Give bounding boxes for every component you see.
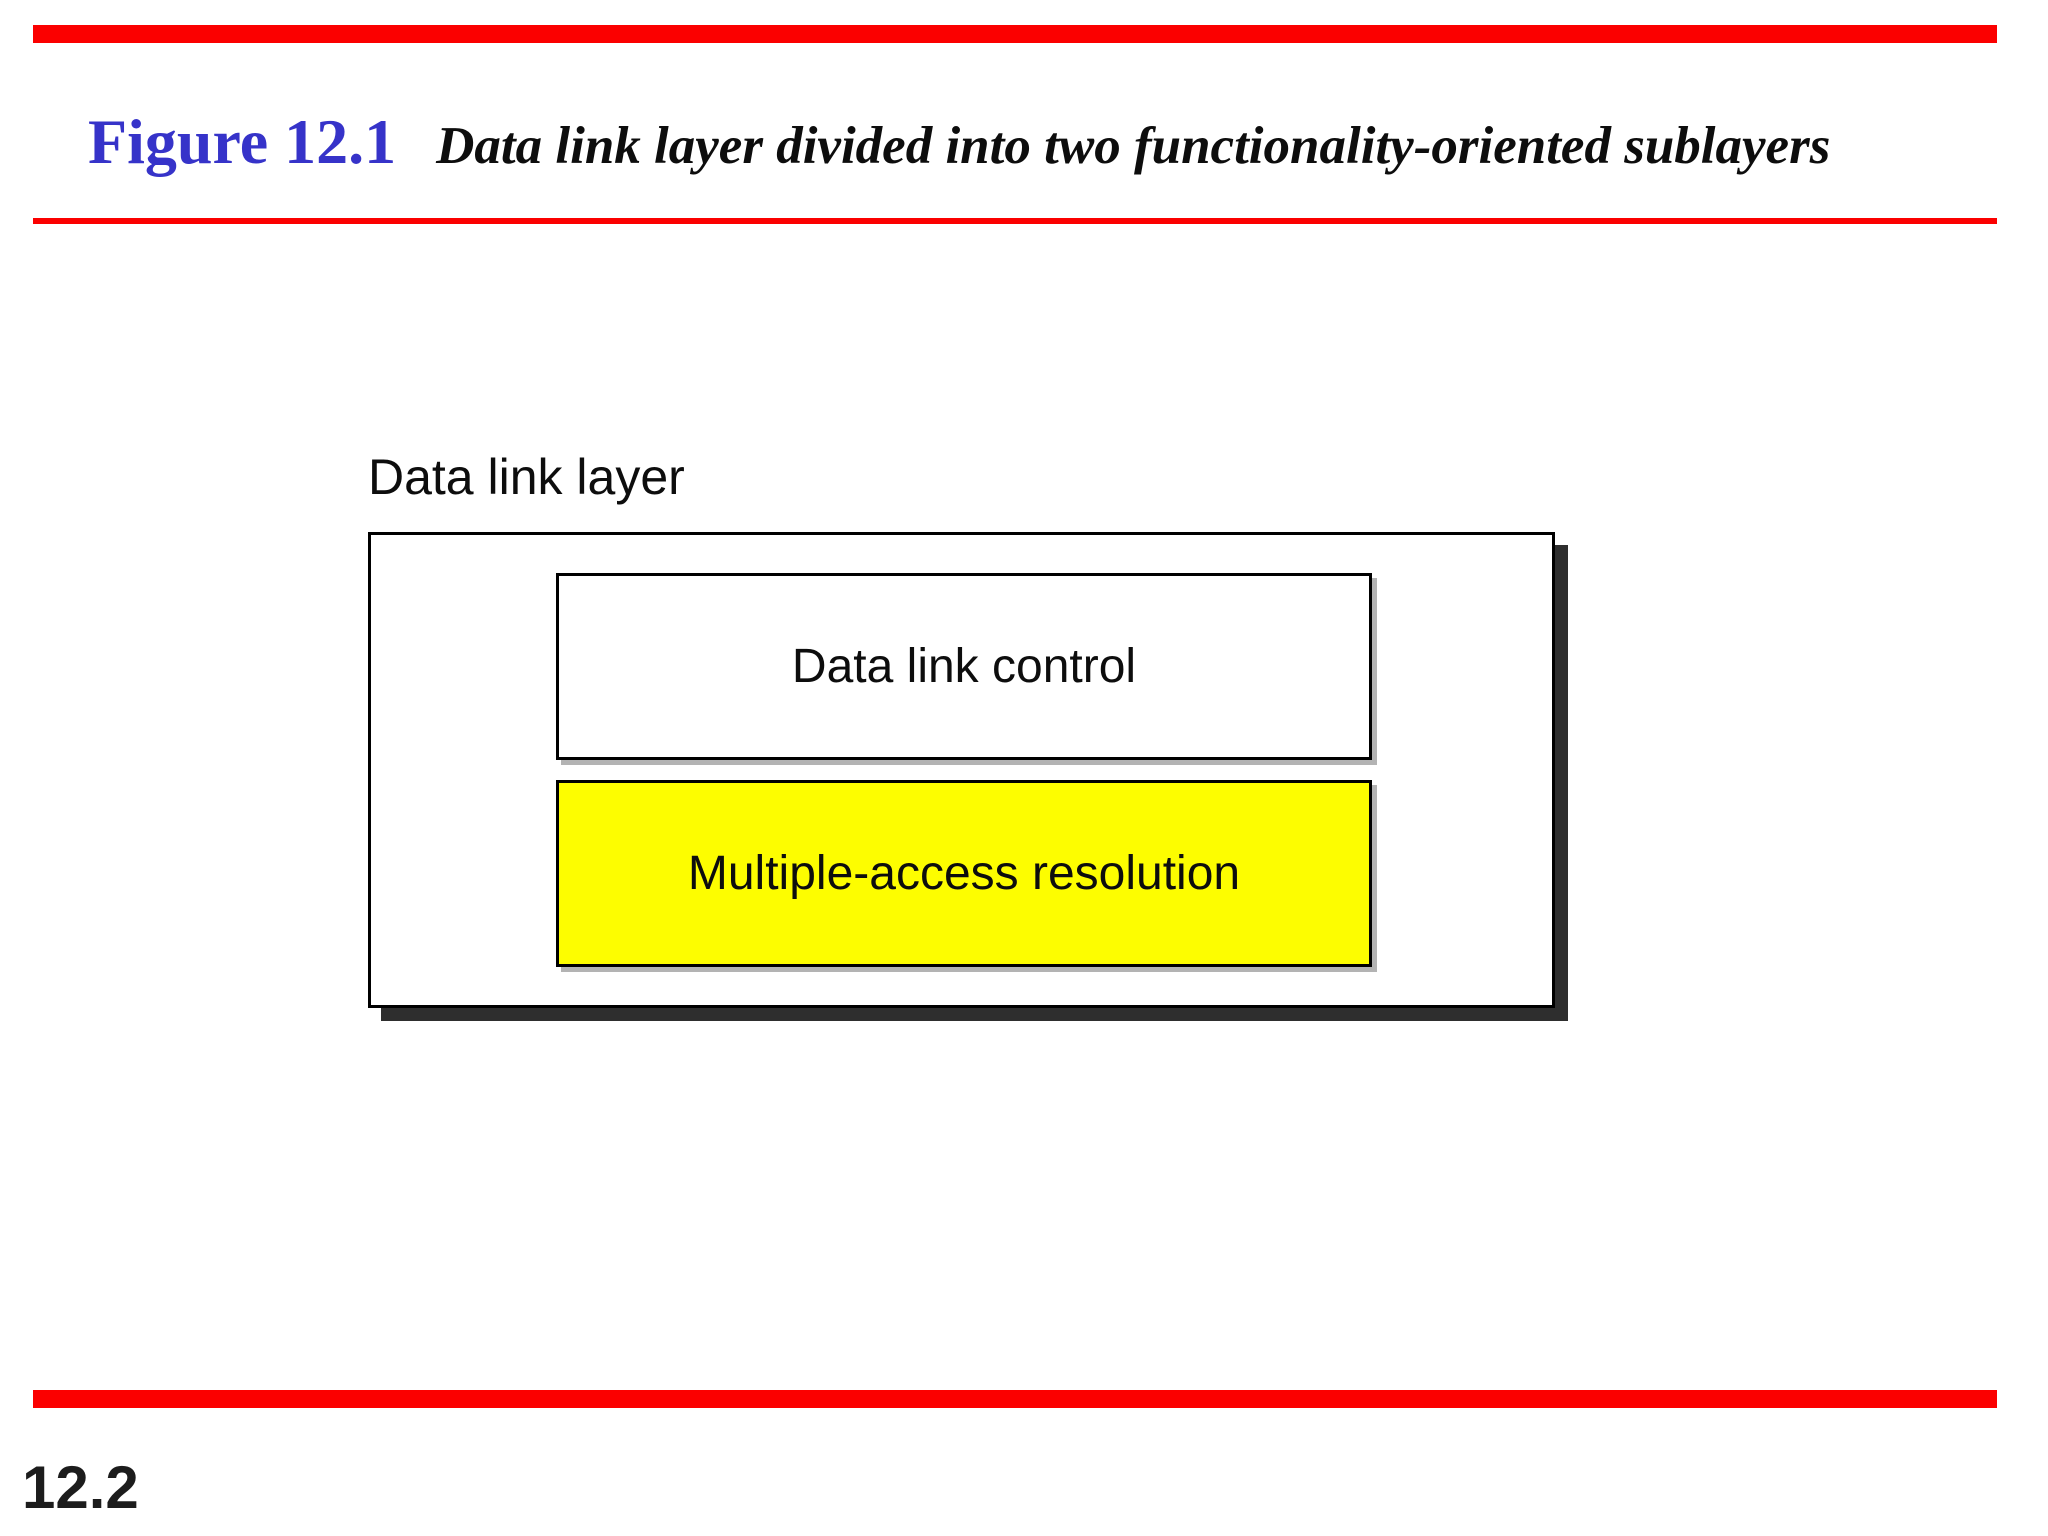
bottom-accent-bar bbox=[33, 1390, 1997, 1408]
slide-title: Figure 12.1 Data link layer divided into … bbox=[88, 108, 2018, 175]
figure-label: Figure 12.1 bbox=[88, 106, 397, 177]
multiple-access-resolution-sublayer: Multiple-access resolution bbox=[556, 780, 1372, 967]
data-link-layer-box: Data link control Multiple-access resolu… bbox=[368, 532, 1555, 1008]
page-number: 12.2 bbox=[22, 1454, 139, 1521]
multiple-access-resolution-label: Multiple-access resolution bbox=[687, 847, 1241, 900]
title-underline-rule bbox=[33, 218, 1997, 224]
top-accent-bar bbox=[33, 25, 1997, 43]
figure-caption: Data link layer divided into two functio… bbox=[436, 117, 1831, 175]
data-link-layer-label: Data link layer bbox=[368, 449, 685, 505]
data-link-control-sublayer: Data link control bbox=[556, 573, 1372, 760]
data-link-control-label: Data link control bbox=[791, 640, 1137, 693]
